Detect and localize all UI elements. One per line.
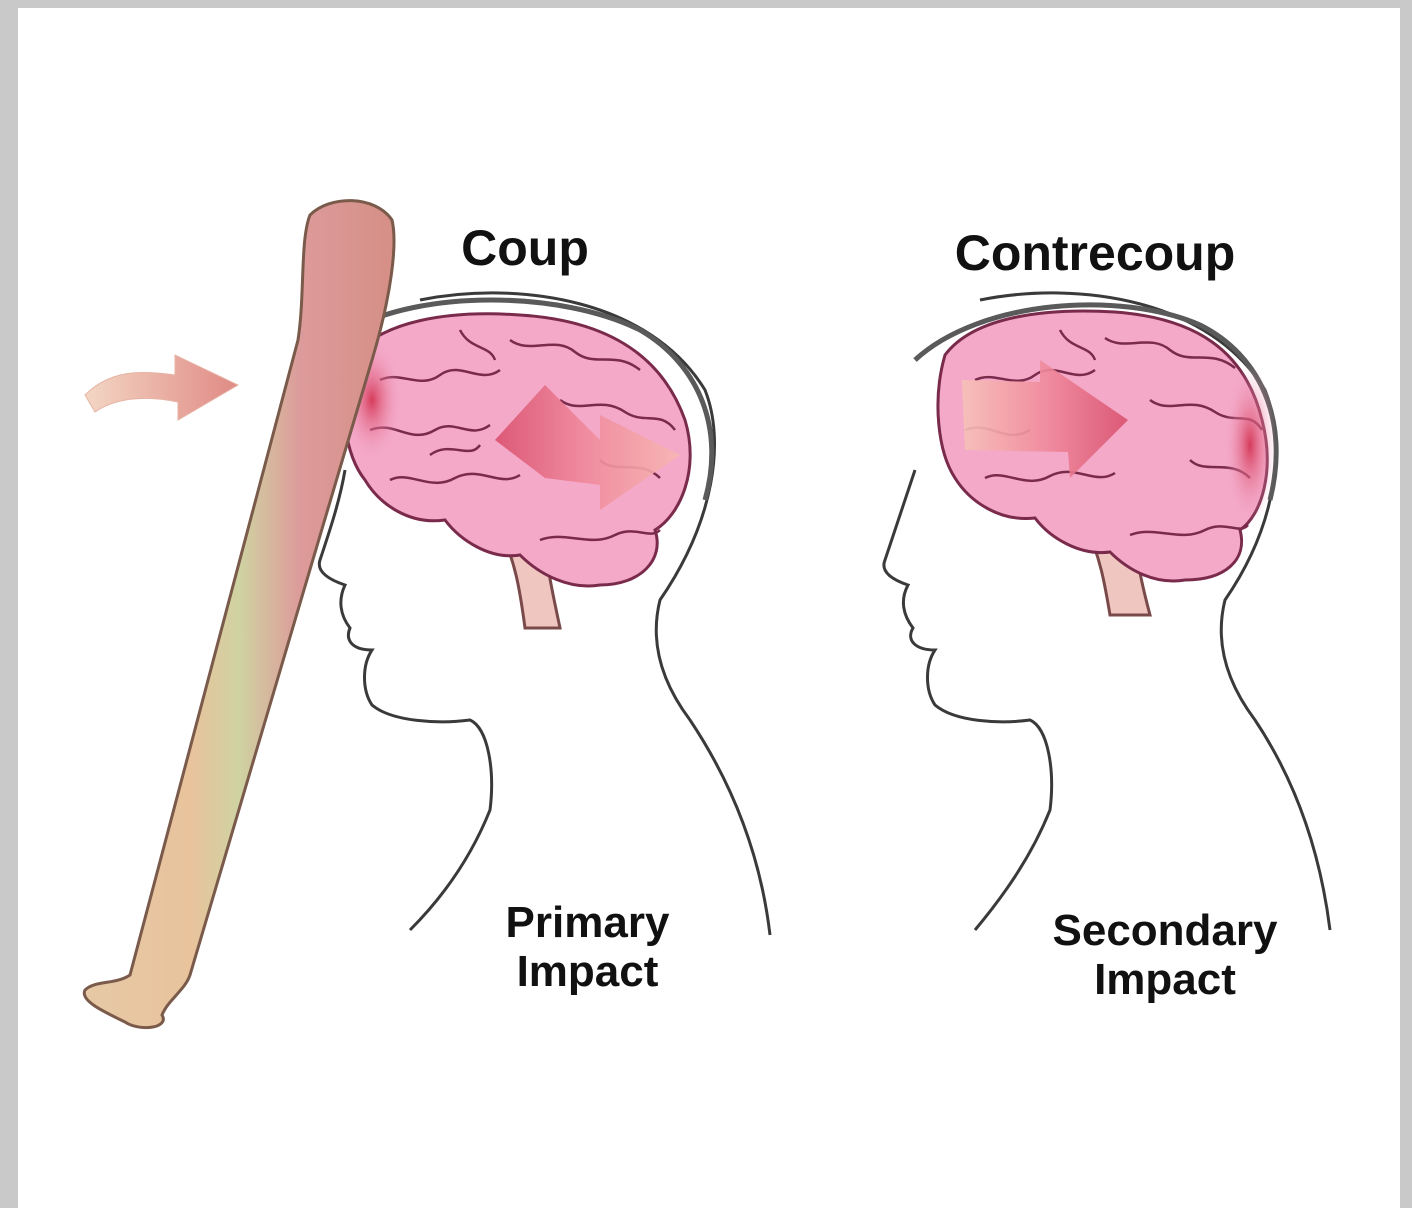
head-profile-icon <box>884 470 1052 930</box>
coup-title: Coup <box>430 220 620 276</box>
motion-arrow-icon <box>85 355 238 420</box>
baseball-bat-icon <box>84 201 394 1028</box>
coup-figure <box>319 293 770 935</box>
primary-impact-caption: Primary Impact <box>470 898 705 997</box>
contrecoup-title: Contrecoup <box>915 225 1275 281</box>
secondary-impact-caption: Secondary Impact <box>1010 906 1320 1005</box>
contrecoup-figure <box>884 293 1330 930</box>
contrecoup-impact-bruise <box>1224 365 1276 525</box>
